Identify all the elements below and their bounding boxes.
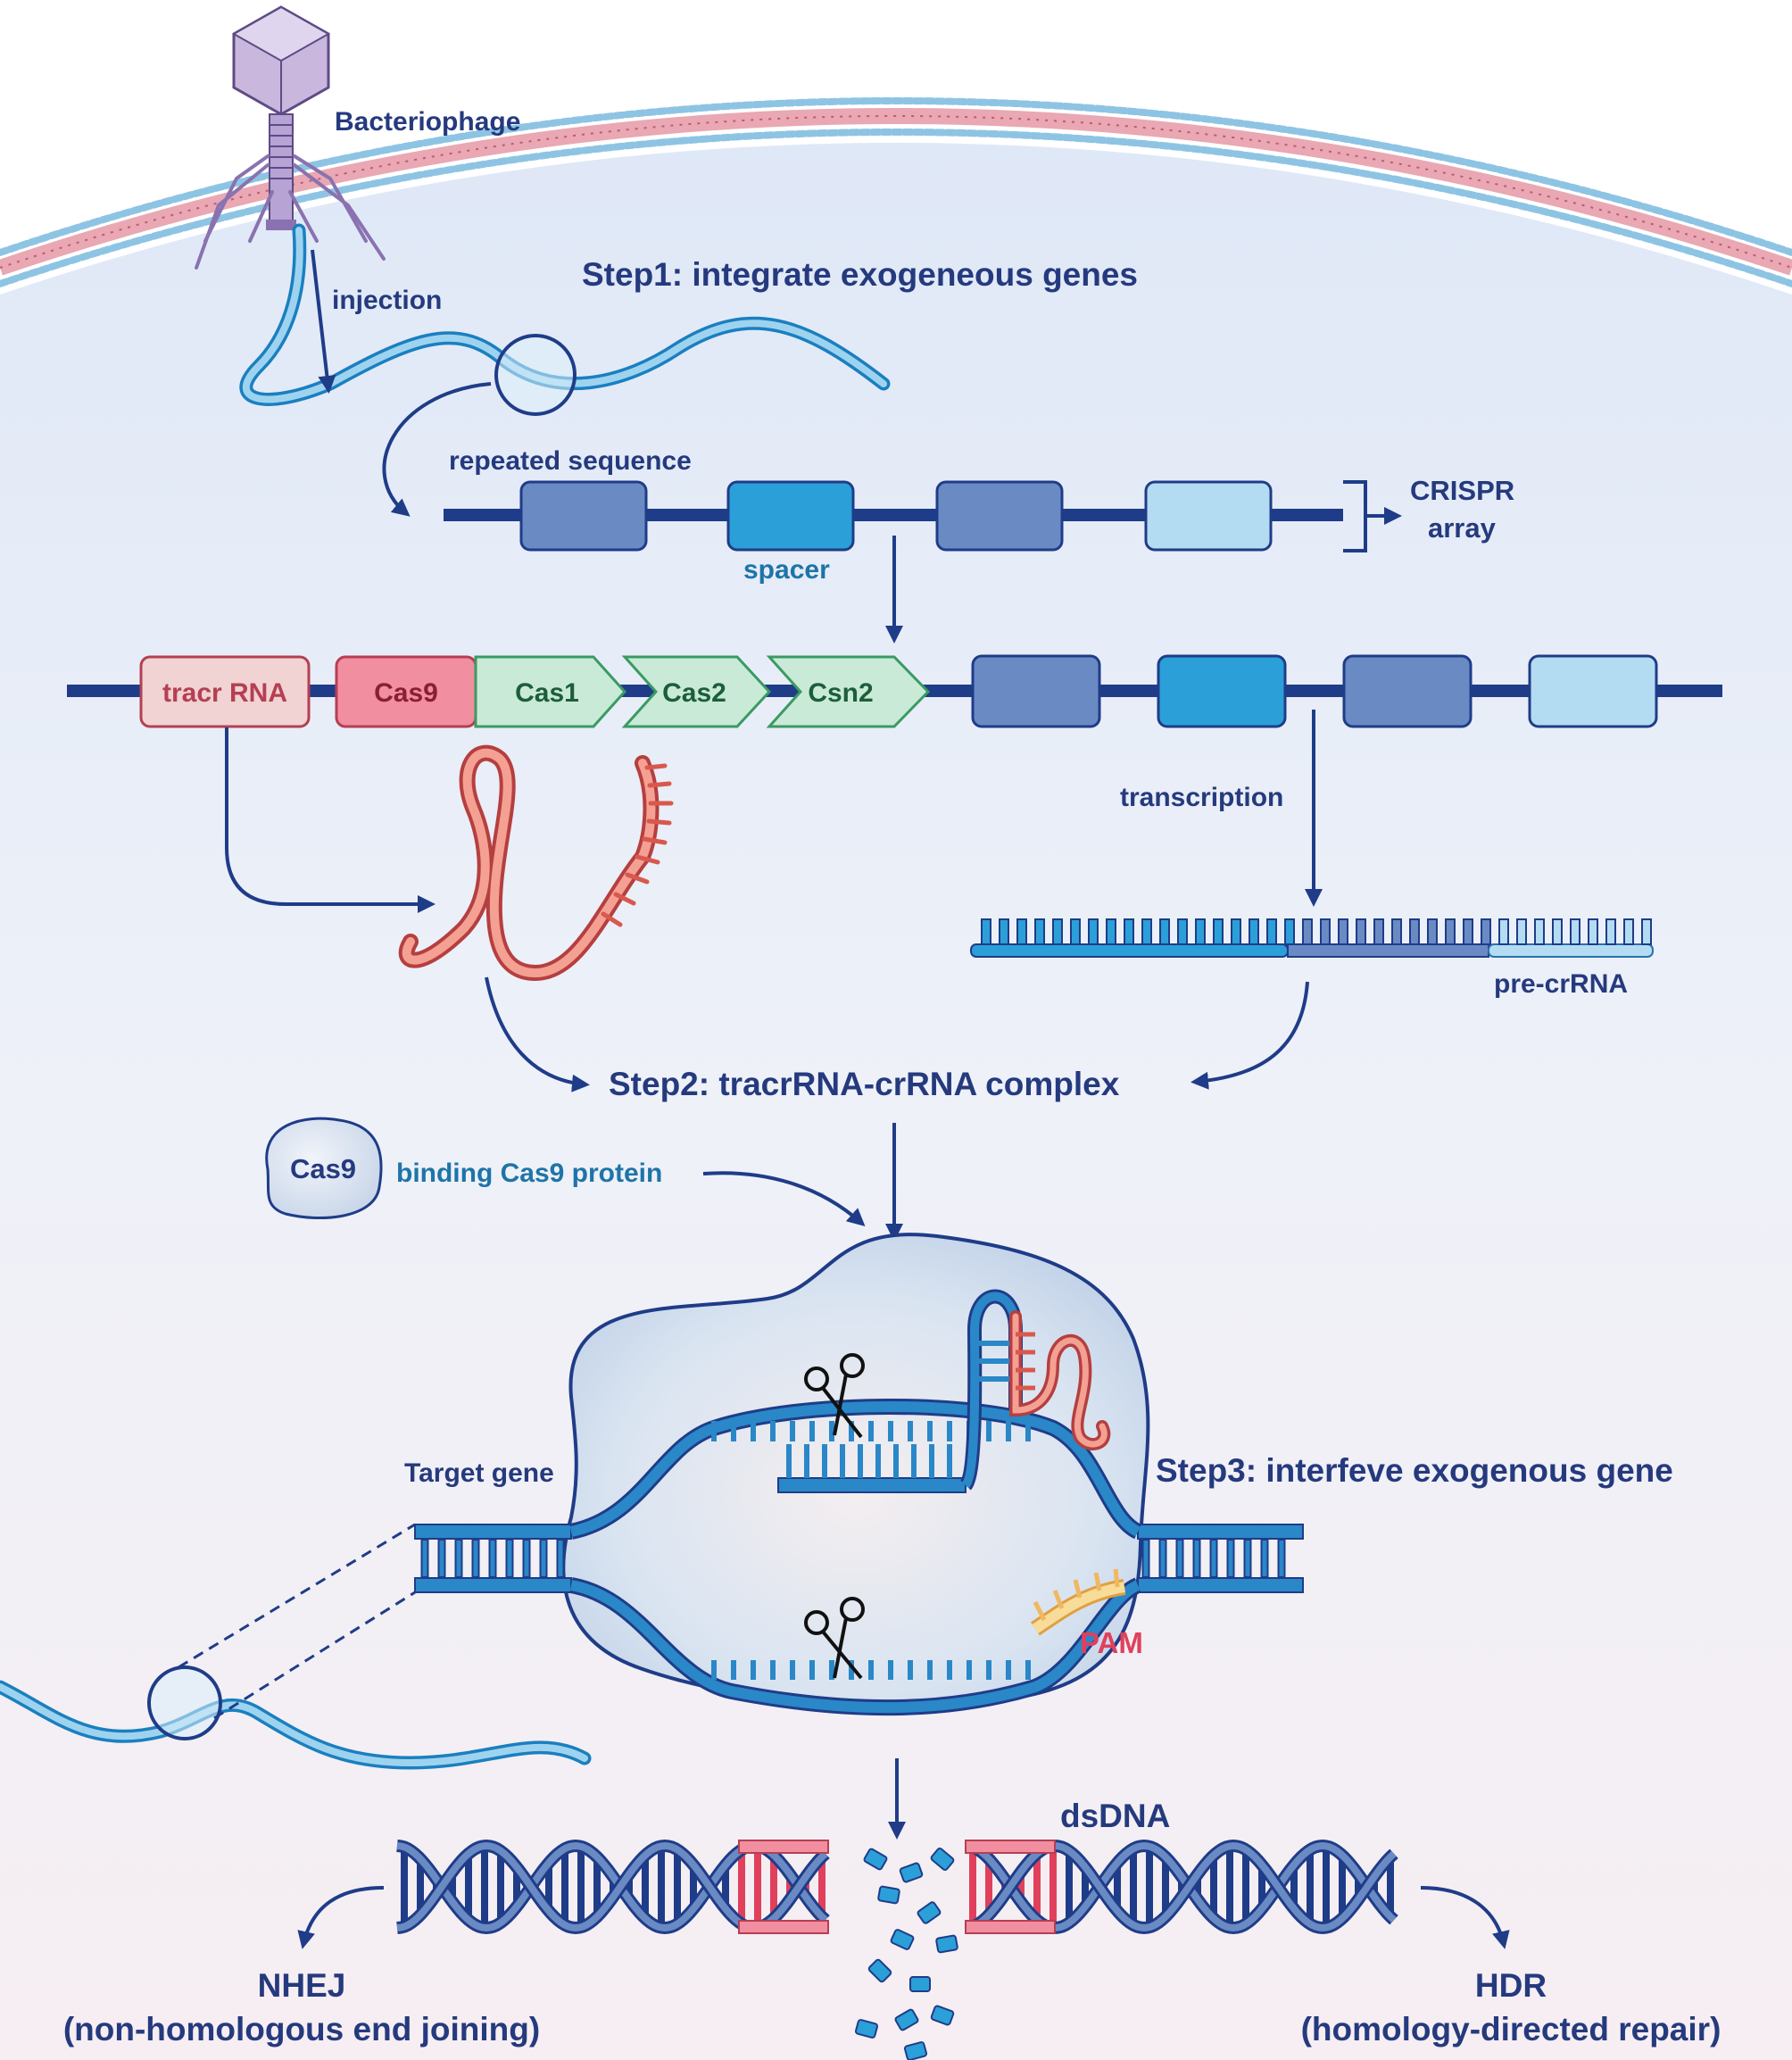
pre-crrna-label: pre-crRNA <box>1494 969 1628 999</box>
repeated-sequence-label: repeated sequence <box>449 446 692 476</box>
crispr-locus: tracr RNA Cas9 Cas1 Cas2 Csn2 <box>67 654 1722 728</box>
gene-csn2-label: Csn2 <box>808 678 873 708</box>
injection-arrow <box>311 249 336 394</box>
target-gene-label: Target gene <box>404 1458 554 1488</box>
gene-cas1-label: Cas1 <box>515 678 579 708</box>
injection-label: injection <box>332 286 442 315</box>
dsdna-label: dsDNA <box>1060 1798 1170 1834</box>
gene-cas9-label: Cas9 <box>374 678 438 708</box>
step2-arrow-left <box>485 976 590 1092</box>
target-dna <box>414 1289 1304 1716</box>
gene-tracr-rna-label: tracr RNA <box>162 678 287 708</box>
scissors-icon-bottom <box>804 1597 865 1680</box>
step1-title: Step1: integrate exogeneous genes <box>582 256 1138 293</box>
array-label: array <box>1428 512 1497 544</box>
binding-label: binding Cas9 protein <box>396 1159 662 1188</box>
zoom-circle-bottom <box>147 1665 222 1740</box>
binding-arrow <box>702 1171 866 1226</box>
dsdna-left <box>396 1839 830 1935</box>
nhej-full-label: (non-homologous end joining) <box>63 2011 540 2048</box>
gene-tracr-rna <box>139 655 311 728</box>
integration-arrow <box>382 382 492 517</box>
spacer-box-1 <box>726 480 855 552</box>
scissors-icon-top <box>804 1353 865 1439</box>
spacer-label: spacer <box>743 555 830 585</box>
nhej-label: NHEJ <box>258 1967 346 2004</box>
tracrrna-structure <box>398 744 674 982</box>
gene-cas1 <box>474 655 627 728</box>
step3-title: Step3: interfeve exogenous gene <box>1156 1452 1673 1489</box>
hdr-arrow <box>1420 1886 1510 1949</box>
spacer-box-2 <box>1144 480 1273 552</box>
hdr-label: HDR <box>1475 1967 1547 2004</box>
pam-label: PAM <box>1080 1626 1143 1659</box>
gene-cas2 <box>621 655 772 728</box>
gene-csn2 <box>766 655 931 728</box>
tracr-arrow <box>225 727 436 913</box>
transcription-label: transcription <box>1120 783 1283 812</box>
step2-arrow-right <box>1191 981 1309 1090</box>
crispr-label: CRISPR <box>1410 475 1514 506</box>
step2-title: Step2: tracrRNA-crRNA complex <box>609 1066 1120 1102</box>
bacteriophage-icon <box>195 5 386 270</box>
zoom-circle-top <box>494 334 577 416</box>
nhej-arrow <box>297 1886 385 1949</box>
zoom-line-2 <box>213 1591 416 1720</box>
dsdna-right <box>965 1839 1398 1935</box>
repeat-box-1 <box>519 480 648 552</box>
gene-cas2-label: Cas2 <box>662 678 726 708</box>
cas9-protein-label: Cas9 <box>290 1153 356 1184</box>
pre-crrna <box>970 918 1654 958</box>
cas9-protein-icon <box>265 1117 383 1219</box>
repeat-box-2 <box>935 480 1064 552</box>
zoom-line-1 <box>178 1523 416 1669</box>
hdr-full-label: (homology-directed repair) <box>1301 2011 1721 2048</box>
dna-debris <box>854 1848 958 2060</box>
crispr-array <box>444 480 1402 552</box>
bacteriophage-label: Bacteriophage <box>335 107 520 137</box>
